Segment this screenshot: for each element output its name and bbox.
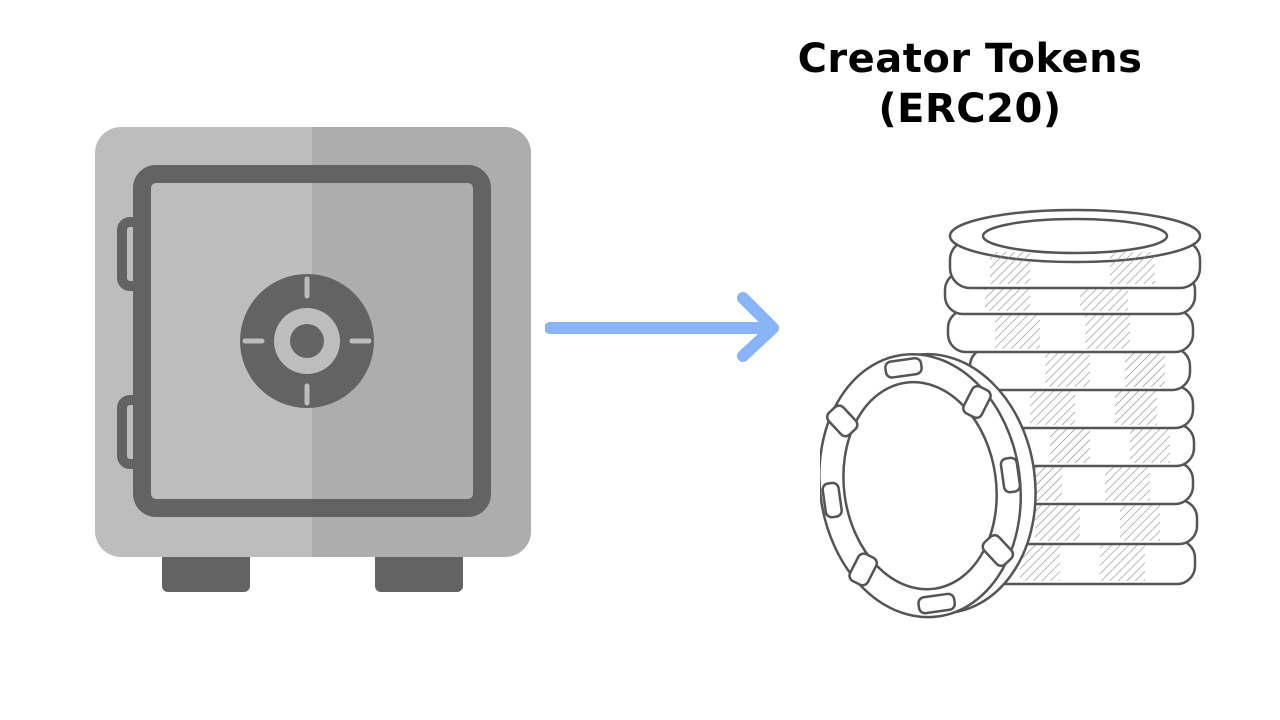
safe-hinge-bottom (117, 395, 149, 469)
arrow-right-icon (545, 292, 779, 362)
stack-chip (978, 538, 1197, 586)
safe-dial-ticks (242, 276, 372, 406)
title-line-1: Creator Tokens (797, 36, 1143, 82)
token-stack (820, 208, 1202, 619)
diagram-title: Creator Tokens (ERC20) (740, 34, 1200, 134)
safe-icon (95, 127, 531, 592)
safe-dial-center (290, 324, 324, 358)
title-line-2: (ERC20) (878, 86, 1062, 132)
safe-door (133, 165, 491, 517)
leaning-chip (820, 352, 1037, 619)
stack-chip (946, 308, 1195, 354)
stack-chip (973, 384, 1195, 430)
stack-top-chip (948, 208, 1202, 290)
safe-hinge-top (117, 217, 149, 291)
stack-chip (980, 422, 1196, 468)
coin-stack-icon (820, 208, 1202, 619)
stack-chip (968, 346, 1192, 392)
